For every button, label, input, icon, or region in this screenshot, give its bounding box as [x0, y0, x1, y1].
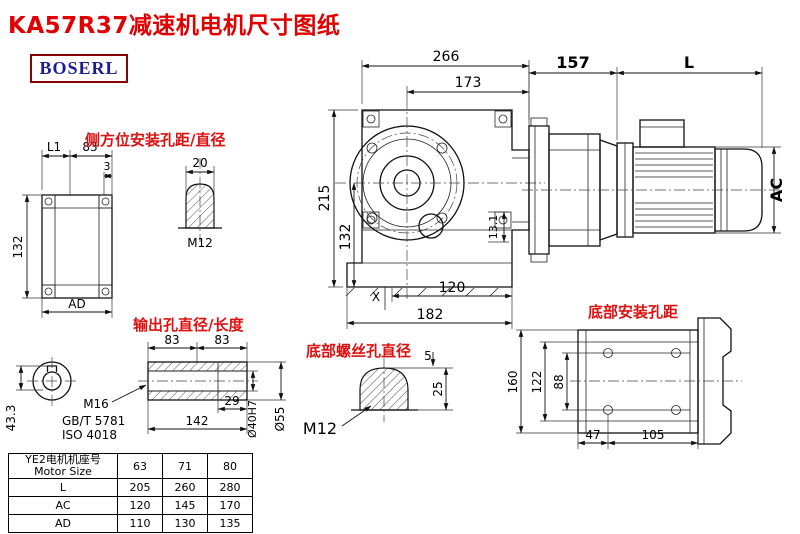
AD-80: 135: [207, 514, 253, 534]
motor-fins: [635, 152, 713, 228]
dim-122: 122: [530, 371, 544, 394]
dim-83a: 83: [164, 333, 179, 347]
dim-215: 215: [317, 185, 333, 212]
dim-142: 142: [186, 414, 209, 428]
brand-logo: BOSERL: [30, 54, 128, 83]
dim-266: 266: [433, 49, 460, 65]
table-header-cn: YE2电机机座号: [25, 453, 101, 466]
dim-bore: Ø40H7: [246, 400, 259, 438]
size-80: 80: [207, 452, 253, 480]
output-shaft-detail: 43.3 83: [4, 333, 287, 442]
dim-88: 88: [552, 374, 566, 389]
label-bottom-mount: 底部安装孔距: [588, 303, 678, 321]
L-71: 260: [162, 478, 208, 498]
motor-size-table: YE2电机机座号 Motor Size 63 71 80 L 205 260 2…: [8, 452, 253, 534]
table-header-label: YE2电机机座号 Motor Size: [8, 452, 118, 480]
dim-3: 3: [104, 160, 111, 173]
AD-63: 110: [117, 514, 163, 534]
dim-43-3: 43.3: [4, 405, 18, 432]
ground-hatch: [345, 287, 499, 297]
dim-13-1: 13.1: [487, 215, 500, 240]
front-view: 266 173 215 132 120 182 13.1 X: [317, 49, 545, 329]
row-label-AD: AD: [8, 514, 118, 534]
dim-20: 20: [192, 156, 207, 170]
dim-105: 105: [642, 428, 665, 442]
dim-L1: L1: [47, 140, 61, 154]
AC-63: 120: [117, 496, 163, 516]
x-marker: X: [372, 290, 380, 304]
L-80: 280: [207, 478, 253, 498]
dim-132-front: 132: [338, 224, 354, 251]
dim-AD: AD: [68, 297, 85, 311]
table-header-en: Motor Size: [34, 465, 92, 479]
fan-cover: [714, 148, 763, 232]
table-row-L: L 205 260 280: [8, 478, 253, 498]
label-output-hole: 输出孔直径/长度: [133, 316, 244, 334]
page-title: KA57R37减速机电机尺寸图纸: [8, 13, 341, 39]
L-63: 205: [117, 478, 163, 498]
table-row-AD: AD 110 130 135: [8, 514, 253, 534]
dim-157: 157: [556, 53, 589, 72]
dim-25: 25: [431, 381, 445, 396]
row-label-L: L: [8, 478, 118, 498]
dim-L: L: [684, 53, 694, 72]
dim-83b: 83: [214, 333, 229, 347]
table-row-header: YE2电机机座号 Motor Size 63 71 80: [8, 452, 253, 480]
dim-29: 29: [224, 394, 239, 408]
bottom-screw-detail: 5 25 M12: [303, 349, 453, 438]
side-hole-detail: 20 M12: [178, 156, 222, 250]
dim-160: 160: [506, 371, 520, 394]
dim-132-side: 132: [11, 236, 25, 259]
bottom-view: 160 122 88 47 105: [506, 317, 742, 449]
AC-80: 170: [207, 496, 253, 516]
side-hole-circle: [418, 213, 444, 239]
standard-gb: GB/T 5781: [62, 414, 125, 428]
row-label-AC: AC: [8, 496, 118, 516]
standard-iso: ISO 4018: [62, 428, 117, 442]
dim-AC: AC: [767, 178, 786, 202]
label-bottom-screw: 底部螺丝孔直径: [306, 342, 411, 360]
dim-182: 182: [417, 307, 444, 323]
dim-5: 5: [424, 349, 432, 363]
dim-120: 120: [439, 280, 466, 296]
label-side-mount: 侧方位安装孔距/直径: [85, 131, 225, 149]
dim-47: 47: [585, 428, 600, 442]
terminal-box: [639, 119, 685, 148]
housing-side-view: L1 83 3 132 AD: [11, 140, 113, 318]
screw-thread-M12: M12: [303, 419, 337, 438]
dim-dia55: Ø55: [273, 407, 287, 432]
dim-173: 173: [455, 75, 482, 91]
size-63: 63: [117, 452, 163, 480]
tap-M16: M16: [83, 397, 109, 411]
motor-side-view: 157 L AC: [522, 53, 786, 263]
dim-83-side: 83: [82, 140, 97, 154]
table-row-AC: AC 120 145 170: [8, 496, 253, 516]
size-71: 71: [162, 452, 208, 480]
AD-71: 130: [162, 514, 208, 534]
side-hole-thread: M12: [187, 236, 213, 250]
AC-71: 145: [162, 496, 208, 516]
